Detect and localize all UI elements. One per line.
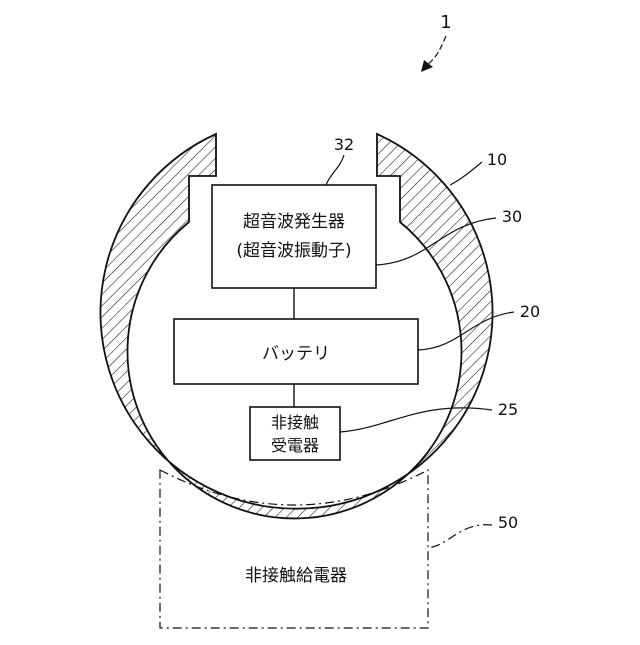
receiver-label-line2: 受電器 — [271, 436, 319, 455]
ref-30: 30 — [502, 207, 522, 226]
ref-1-leader — [428, 36, 446, 64]
ref-25-leader — [340, 408, 492, 432]
ref-32: 32 — [334, 135, 354, 154]
generator-label-line2: (超音波振動子) — [236, 241, 351, 261]
generator-box — [212, 185, 376, 288]
receiver-label-line1: 非接触 — [271, 413, 319, 432]
ref-32-leader — [326, 155, 344, 185]
charger-outline — [160, 470, 428, 628]
battery-label: バッテリ — [262, 344, 330, 364]
ref-50: 50 — [498, 513, 518, 532]
ref-50-leader — [428, 525, 492, 548]
generator-label-line1: 超音波発生器 — [243, 212, 345, 232]
ref-1: 1 — [440, 12, 451, 33]
ref-25: 25 — [498, 400, 518, 419]
ref-20: 20 — [520, 302, 540, 321]
ref-10-leader — [450, 162, 482, 185]
charger-label: 非接触給電器 — [245, 566, 347, 586]
ref-10: 10 — [487, 150, 507, 169]
